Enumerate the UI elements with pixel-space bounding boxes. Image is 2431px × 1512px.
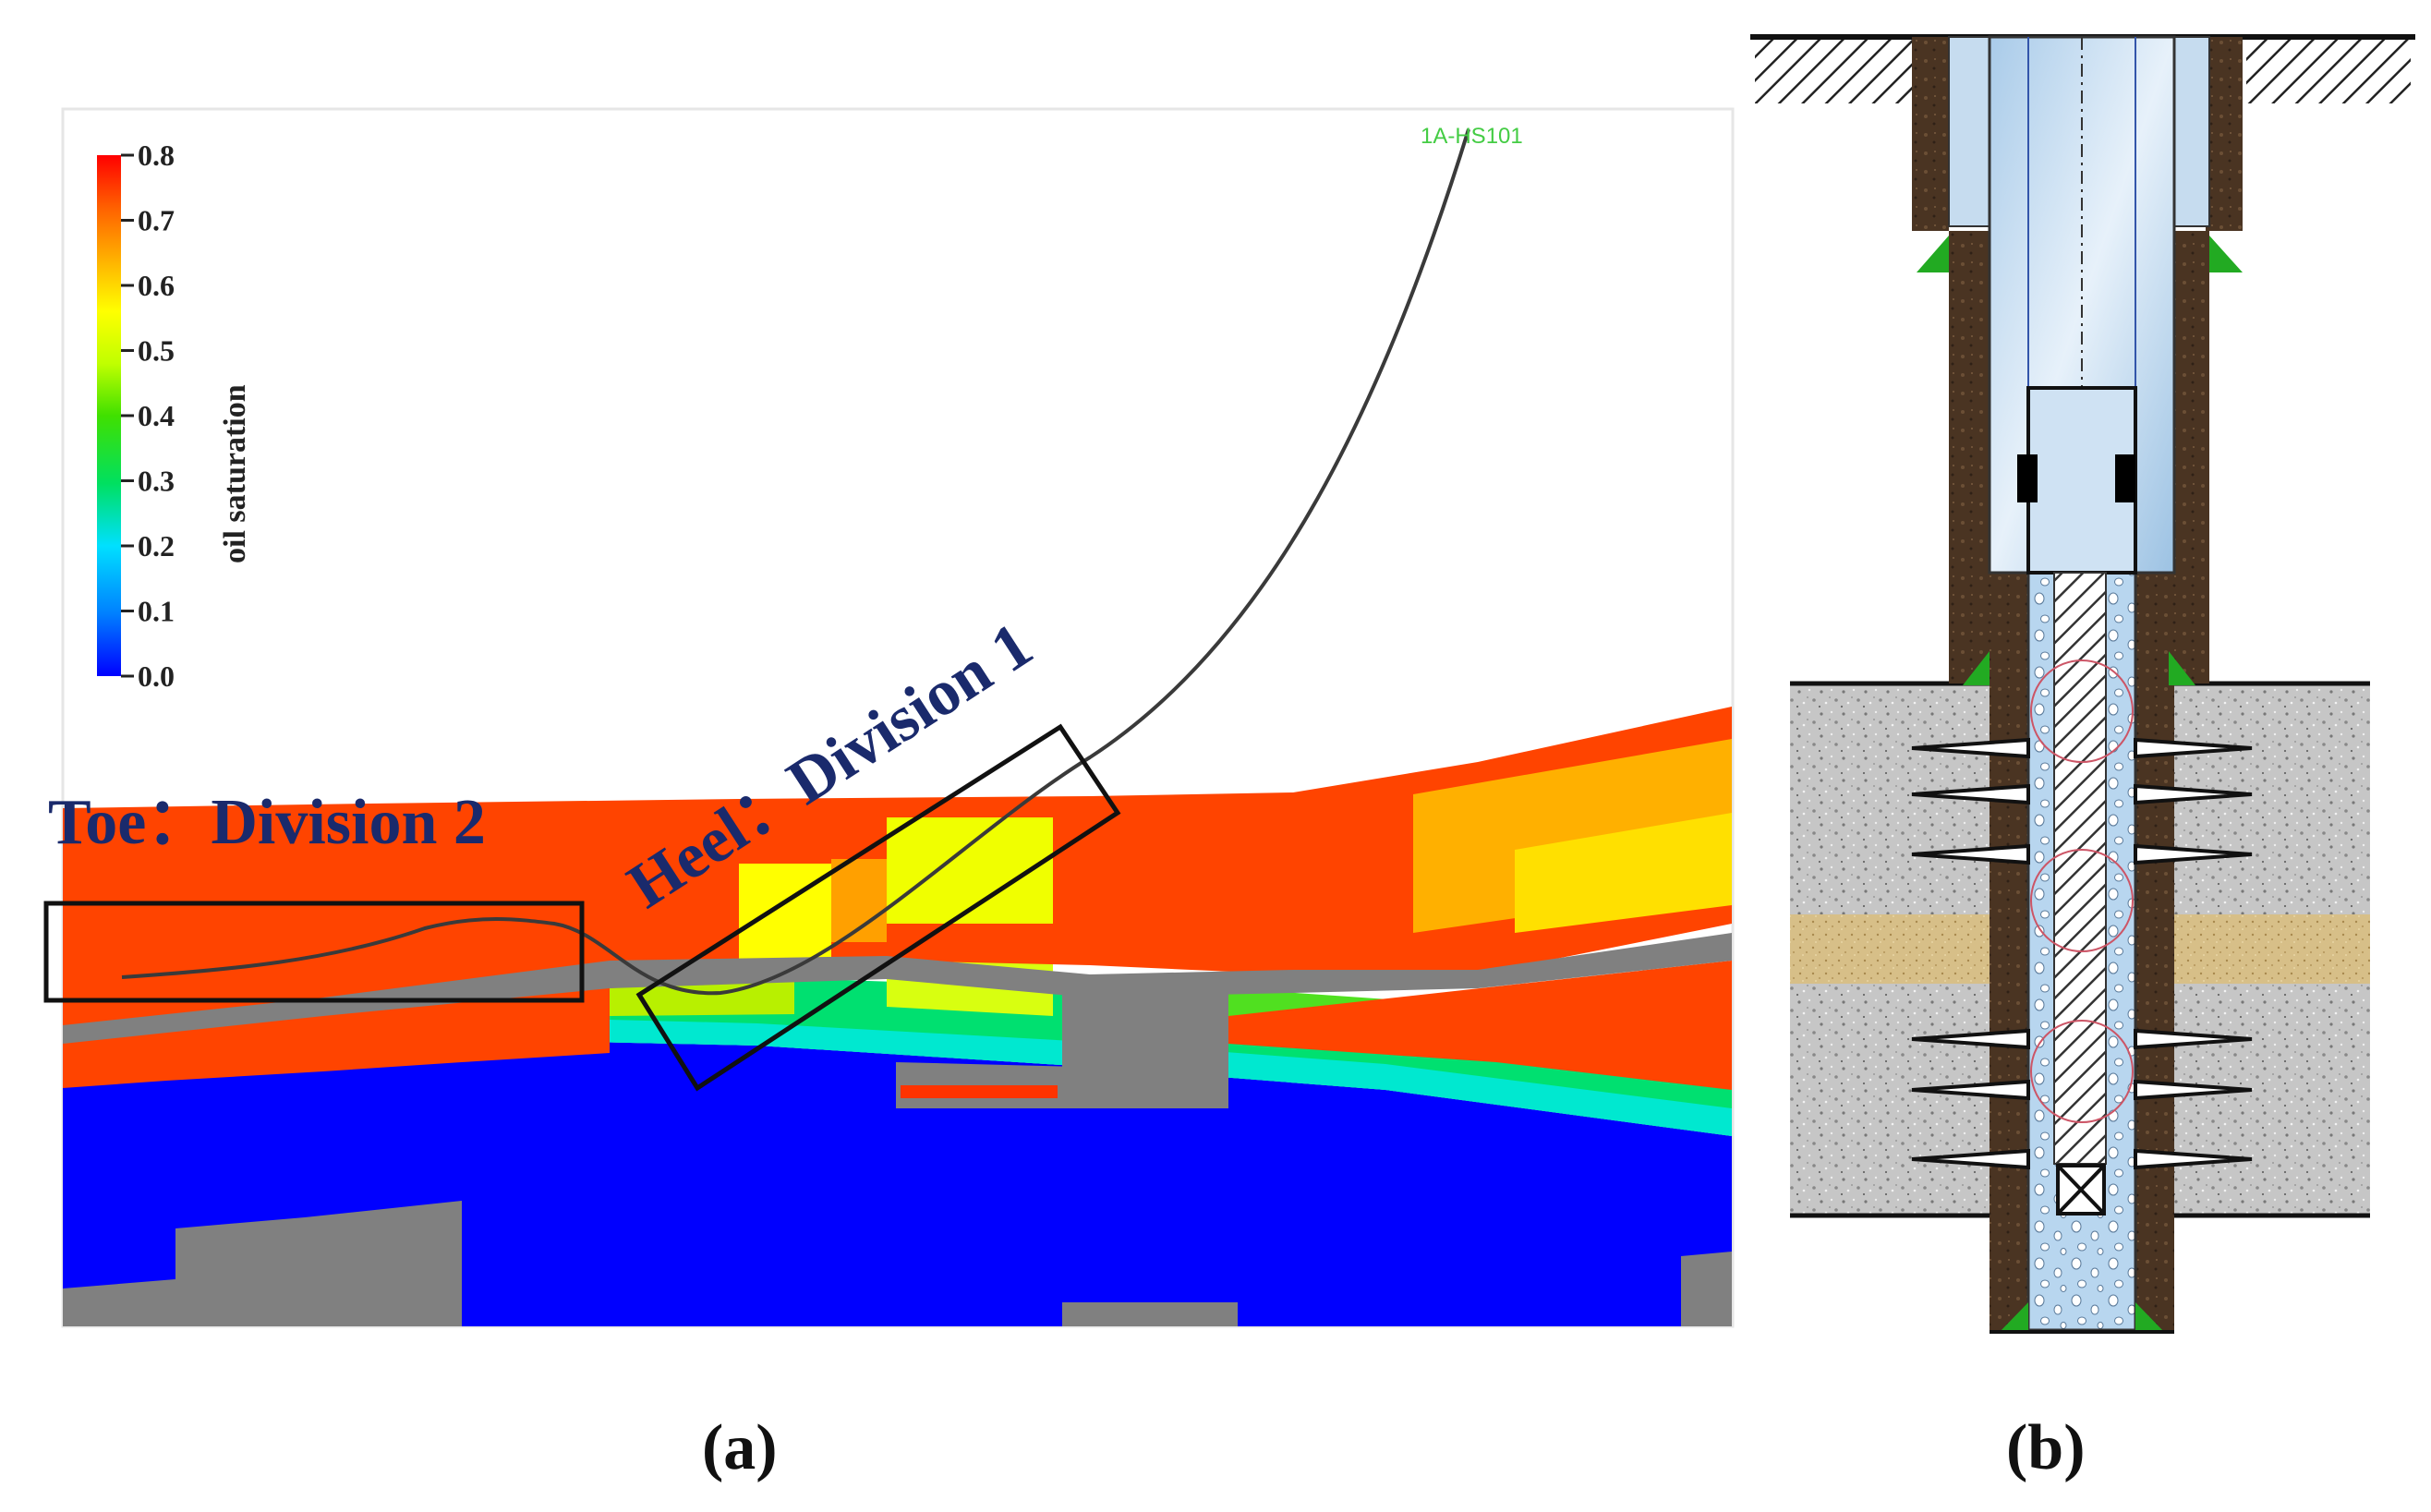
nonreservoir-bottom-left [63, 1201, 462, 1326]
perforation-spike-right [2134, 1079, 2253, 1101]
cement-right-upper [2206, 37, 2243, 231]
colorbar-ticks: 0.8 0.7 0.6 0.5 0.4 0.3 0.2 0.1 0.0 [121, 139, 175, 693]
perforation-spike-right [2134, 1028, 2253, 1050]
perforation-spike-left [1911, 1028, 2030, 1050]
colorbar-title: oil saturation [218, 384, 252, 563]
packer-seal-left [2017, 454, 2038, 502]
colorbar-tick-label: 0.6 [138, 269, 175, 302]
well-name-label: 1A-HS101 [1421, 124, 1523, 149]
heel-division-box [635, 723, 1121, 1092]
colorbar-gradient [97, 155, 121, 676]
colorbar-tick-label: 0.4 [138, 399, 175, 432]
colorbar: 0.8 0.7 0.6 0.5 0.4 0.3 0.2 0.1 0.0 oil saturati… [97, 139, 252, 693]
perforation-spike-right [2134, 843, 2253, 865]
panel-a-section: 1A-HS101 Toe：Division 2 Heel：Division 1 … [43, 107, 1735, 1483]
red-streak [901, 1085, 1058, 1098]
panel-b-label: (b) [2006, 1412, 2086, 1483]
perforation-zones [2030, 659, 2134, 1123]
panel-a-label: (a) [702, 1412, 778, 1483]
colorbar-tick-label: 0.2 [138, 529, 175, 562]
packer-seal-right [2115, 454, 2135, 502]
toe-division-box [43, 901, 585, 1003]
saturation-patch-yellow-right [1515, 813, 1732, 933]
screen-rod [2053, 572, 2107, 1165]
colorbar-tick-label: 0.3 [138, 465, 175, 498]
bottom-plug-cross-2 [2056, 1164, 2106, 1216]
water-zone [63, 1039, 1732, 1326]
cement-left-upper [1912, 37, 1949, 231]
perforation-spike-left [1911, 843, 2030, 865]
colorbar-tick-label: 0.1 [138, 595, 175, 628]
toe-division-label: Toe：Division 2 [48, 787, 486, 858]
annulus-upper-left [1948, 36, 1990, 227]
cement-left-mid [1949, 231, 1990, 683]
perforation-spike-left [1911, 783, 2030, 805]
cement-right-lower [2135, 536, 2174, 1330]
perforation-spike-right [2134, 783, 2253, 805]
nonreservoir-bottom-mid [1062, 1302, 1238, 1326]
ground-hatch-left [1755, 37, 1919, 103]
perforation-spike-left [1911, 1148, 2030, 1170]
colorbar-tick-label: 0.8 [138, 139, 175, 172]
transition-band-cyan [462, 1016, 1732, 1136]
oil-zone-lower [63, 984, 610, 1088]
casing-shoes [1917, 236, 2243, 1332]
ground-hatch-right [2246, 37, 2411, 103]
perforation-spike-right [2134, 1148, 2253, 1170]
cement-left-lower [1990, 536, 2028, 1330]
nonreservoir-block [1062, 974, 1228, 1108]
saturation-patch-yellow-2 [887, 817, 1053, 924]
well-trajectory [121, 128, 1470, 996]
colorbar-tick-label: 0.7 [138, 204, 175, 237]
perforation-spike-right [2134, 737, 2253, 759]
colorbar-tick-label: 0.0 [138, 659, 175, 693]
perforation-spikes [1911, 737, 2253, 1170]
nonreservoir-bottom-right [1681, 1252, 1732, 1326]
oil-zone-lower-right [1228, 961, 1732, 1090]
perforation-spike-left [1911, 737, 2030, 759]
panel-b-wellbore: (b) [1750, 34, 2415, 1483]
nonreservoir-stripe [63, 933, 1732, 1044]
colorbar-tick-label: 0.5 [138, 334, 175, 368]
perforation-spike-left [1911, 1079, 2030, 1101]
